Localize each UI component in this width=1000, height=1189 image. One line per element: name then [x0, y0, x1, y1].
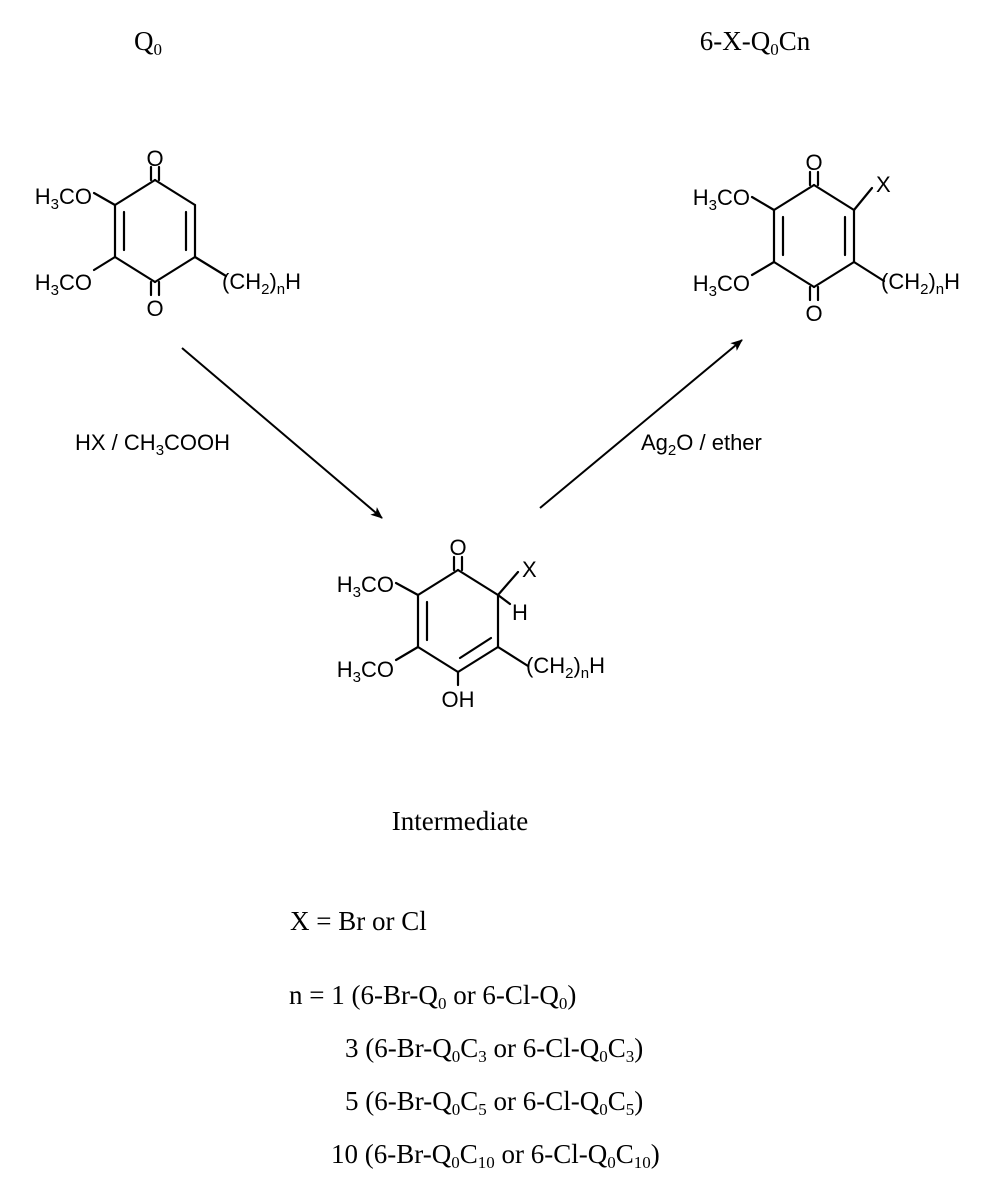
- intermediate-carbonyl: O: [449, 535, 466, 560]
- product-carbonyl-top: O: [805, 150, 822, 175]
- arrow-step1: [181, 347, 383, 519]
- arrow-step2: [539, 339, 743, 509]
- title-start-compound: Q0: [134, 26, 162, 59]
- product-methoxy-bottom: H3CO: [693, 271, 750, 300]
- molecule-intermediate: O X H OH H3CO H3CO (CH2)nH: [337, 535, 605, 712]
- molecule-product-bonds: [750, 170, 886, 302]
- intermediate-alkyl-chain: (CH2)nH: [526, 653, 605, 682]
- intermediate-hydrogen: H: [512, 600, 528, 625]
- start-carbonyl-top: O: [146, 146, 163, 171]
- intermediate-methoxy-top: H3CO: [337, 572, 394, 601]
- product-carbonyl-bottom: O: [805, 301, 822, 326]
- start-carbonyl-bottom: O: [146, 296, 163, 321]
- reagent-step2: Ag2O / ether: [641, 430, 762, 459]
- start-methoxy-bottom: H3CO: [35, 270, 92, 299]
- reagent-step1: HX / CH3COOH: [75, 430, 230, 459]
- title-intermediate: Intermediate: [392, 806, 528, 836]
- start-methoxy-top: H3CO: [35, 184, 92, 213]
- molecule-start-bonds: [92, 165, 228, 297]
- product-methoxy-top: H3CO: [693, 185, 750, 214]
- molecule-start: O O H3CO H3CO (CH2)nH: [35, 146, 301, 321]
- intermediate-methoxy-bottom: H3CO: [337, 657, 394, 686]
- molecule-product: O O X H3CO H3CO (CH2)nH: [693, 150, 960, 326]
- molecule-intermediate-bonds: [394, 555, 530, 687]
- start-alkyl-chain: (CH2)nH: [222, 269, 301, 298]
- intermediate-hydroxyl: OH: [442, 687, 475, 712]
- title-product: 6-X-Q0Cn: [700, 26, 811, 59]
- intermediate-halogen-x: X: [522, 557, 537, 582]
- product-alkyl-chain: (CH2)nH: [881, 269, 960, 298]
- product-halogen-x: X: [876, 172, 891, 197]
